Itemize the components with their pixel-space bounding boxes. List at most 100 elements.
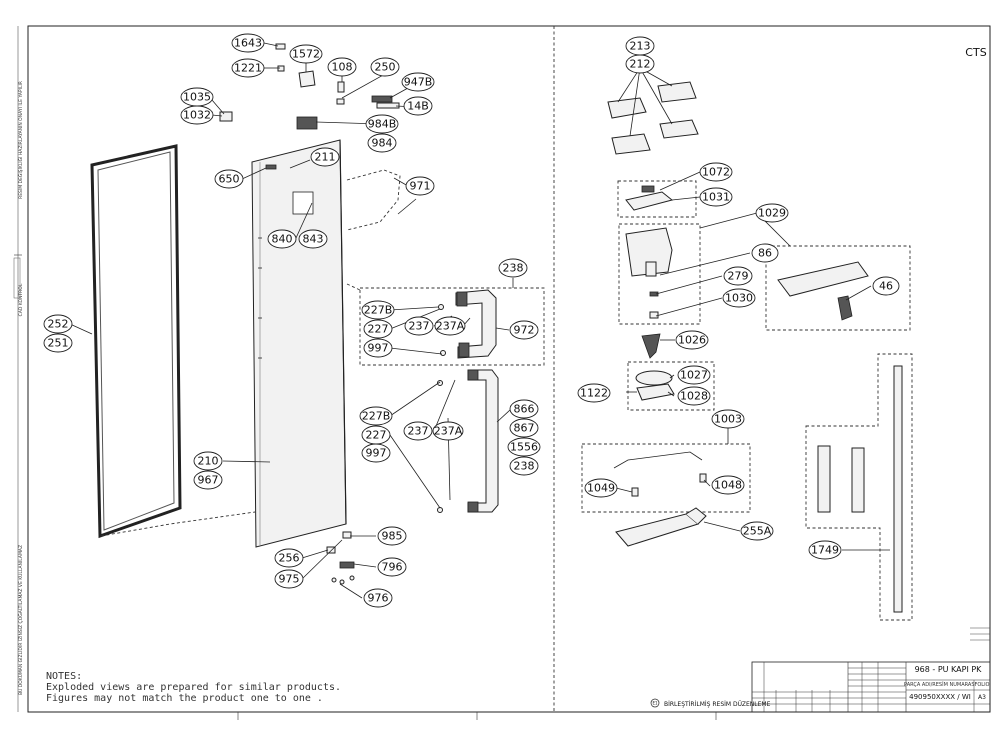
svg-text:1027: 1027 (680, 369, 708, 382)
callout-967: 967 (193, 470, 223, 490)
notes-line-2: Figures may not match the product one to… (46, 693, 323, 704)
svg-text:984B: 984B (368, 118, 397, 131)
top-hinge-parts (219, 43, 400, 130)
dispenser-parts (625, 227, 673, 319)
svg-text:985: 985 (382, 530, 403, 543)
svg-text:227: 227 (366, 429, 387, 442)
svg-text:227B: 227B (362, 410, 391, 423)
svg-text:650: 650 (219, 173, 240, 186)
callout-279: 279 (723, 266, 753, 286)
svg-text:867: 867 (514, 422, 535, 435)
callout-1048: 1048 (711, 475, 745, 495)
door-balconies-small (607, 81, 699, 155)
callout-1003: 1003 (711, 409, 745, 429)
title-block-name-header: PARÇA ADI/RESİM NUMARASI (904, 681, 976, 688)
callout-1122: 1122 (577, 383, 611, 403)
brand-label: CTS (965, 46, 986, 59)
drip-tray-frame (627, 361, 715, 411)
callout-1026: 1026 (675, 330, 709, 350)
svg-text:967: 967 (198, 474, 219, 487)
dispenser-frame (618, 223, 701, 325)
callout-1029: 1029 (755, 203, 789, 223)
svg-text:1572: 1572 (292, 48, 320, 61)
callout-237-top: 237 (404, 316, 434, 336)
svg-text:1221: 1221 (234, 62, 262, 75)
revision-note-text: BİRLEŞTİRİLMİŞ RESİM DÜZENLEME (664, 701, 771, 708)
drawing-frame (13, 25, 991, 720)
callout-14b: 14B (403, 96, 433, 116)
callout-1032: 1032 (180, 105, 214, 125)
svg-text:1122: 1122 (580, 387, 608, 400)
svg-text:211: 211 (315, 151, 336, 164)
bottom-hinge-parts (326, 531, 355, 585)
display-cutout (292, 191, 314, 215)
side-text-top: RESİM DEĞİŞİKLİĞİ HAZIRLAYANIN ONAYI İLE… (17, 81, 24, 199)
callout-237a-top: 237A (434, 316, 466, 336)
svg-text:14B: 14B (407, 100, 429, 113)
svg-text:252: 252 (48, 318, 69, 331)
svg-text:237A: 237A (434, 425, 463, 438)
svg-text:227: 227 (368, 323, 389, 336)
svg-text:984: 984 (372, 137, 393, 150)
svg-text:972: 972 (514, 324, 535, 337)
svg-text:46: 46 (879, 280, 893, 293)
door-handle-long (437, 369, 499, 513)
callout-972: 972 (509, 320, 539, 340)
callout-796: 796 (377, 557, 407, 577)
svg-text:1029: 1029 (758, 207, 786, 220)
svg-text:237: 237 (409, 320, 430, 333)
callout-1572: 1572 (289, 44, 323, 64)
svg-text:1031: 1031 (702, 191, 730, 204)
svg-text:947B: 947B (404, 76, 433, 89)
svg-text:971: 971 (410, 180, 431, 193)
svg-text:279: 279 (728, 270, 749, 283)
callout-212: 212 (625, 54, 655, 74)
callout-840: 840 (267, 229, 297, 249)
side-text-bottom: BU DOKÜMAN GİZLİDİR İZİNSİZ ÇOĞALTILAMAZ… (17, 545, 24, 695)
callout-1643: 1643 (231, 33, 265, 53)
callout-237-bottom: 237 (403, 421, 433, 441)
door-handle-short (438, 289, 497, 359)
notes-heading: NOTES: (46, 671, 82, 682)
svg-text:1643: 1643 (234, 37, 262, 50)
svg-text:1026: 1026 (678, 334, 706, 347)
callout-1031: 1031 (699, 187, 733, 207)
svg-text:237: 237 (408, 425, 429, 438)
svg-text:256: 256 (279, 552, 300, 565)
callout-984: 984 (367, 133, 397, 153)
svg-text:210: 210 (198, 455, 219, 468)
callout-975: 975 (274, 569, 304, 589)
notes-block: NOTES: Exploded views are prepared for s… (46, 671, 341, 704)
svg-text:1072: 1072 (702, 166, 730, 179)
profile-frame (805, 353, 913, 621)
svg-text:212: 212 (630, 58, 651, 71)
callout-1035: 1035 (180, 87, 214, 107)
callout-237a-bottom: 237A (432, 421, 464, 441)
svg-text:1049: 1049 (587, 482, 615, 495)
title-block-drawing-no: 490950XXXX / WI (909, 693, 971, 701)
revision-note: E1 BİRLEŞTİRİLMİŞ RESİM DÜZENLEME (650, 698, 771, 708)
shelf-wire-frame (581, 443, 751, 513)
svg-text:1048: 1048 (714, 479, 742, 492)
callout-650: 650 (214, 169, 244, 189)
callout-866: 866 (509, 399, 539, 419)
svg-text:843: 843 (303, 233, 324, 246)
title-block-sheet-label: FOLIO (974, 682, 989, 688)
callout-238-bottom: 238 (509, 456, 539, 476)
callout-238-top: 238 (498, 258, 528, 278)
svg-text:1003: 1003 (714, 413, 742, 426)
callout-976: 976 (363, 588, 393, 608)
title-block-sheet-no: A3 (978, 694, 986, 701)
callout-213: 213 (625, 36, 655, 56)
callout-971: 971 (405, 176, 435, 196)
svg-text:1028: 1028 (680, 390, 708, 403)
svg-text:250: 250 (375, 61, 396, 74)
callout-252: 252 (43, 314, 73, 334)
callout-227b-bottom: 227B (359, 406, 393, 426)
callout-46: 46 (872, 276, 900, 296)
callout-1221: 1221 (231, 58, 265, 78)
svg-text:251: 251 (48, 337, 69, 350)
callout-250: 250 (370, 57, 400, 77)
svg-text:108: 108 (332, 61, 353, 74)
